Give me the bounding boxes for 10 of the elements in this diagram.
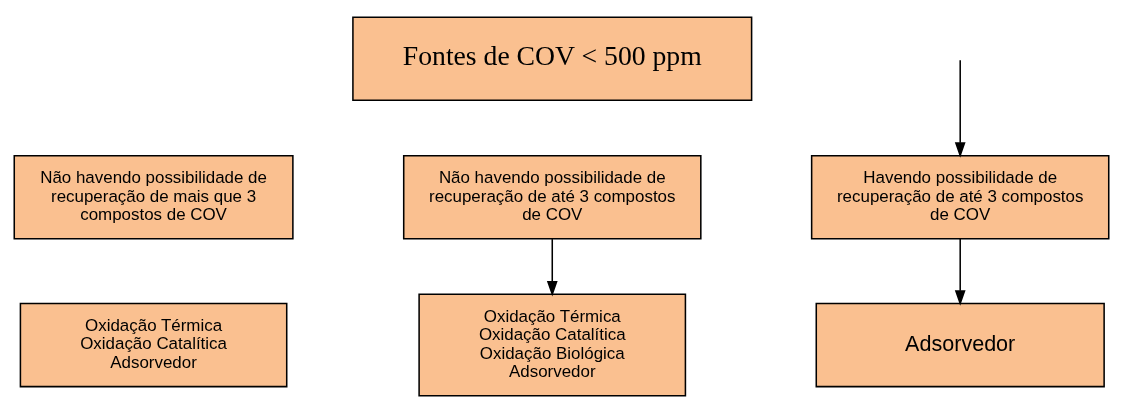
arrow [954,237,966,306]
node-box: Adsorvedor [815,302,1105,387]
node-box: Não havendo possibilidade de recuperação de até 3 compostos de COV [402,154,702,240]
node-box: Fontes de COV < 500 ppm [352,15,753,101]
node-box: Oxidação Térmica Oxidação Catalítica Oxidação Biológica Adsorvedor [418,292,687,397]
arrow [546,237,558,296]
arrow [954,59,966,158]
node-box: Oxidação Térmica Oxidação Catalítica Adsorvedor [19,302,288,387]
node-box: Havendo possibilidade de recuperação de até 3 compostos de COV [810,154,1110,240]
node-box: Não havendo possibilidade de recuperação de mais que 3 compostos de COV [13,154,294,240]
